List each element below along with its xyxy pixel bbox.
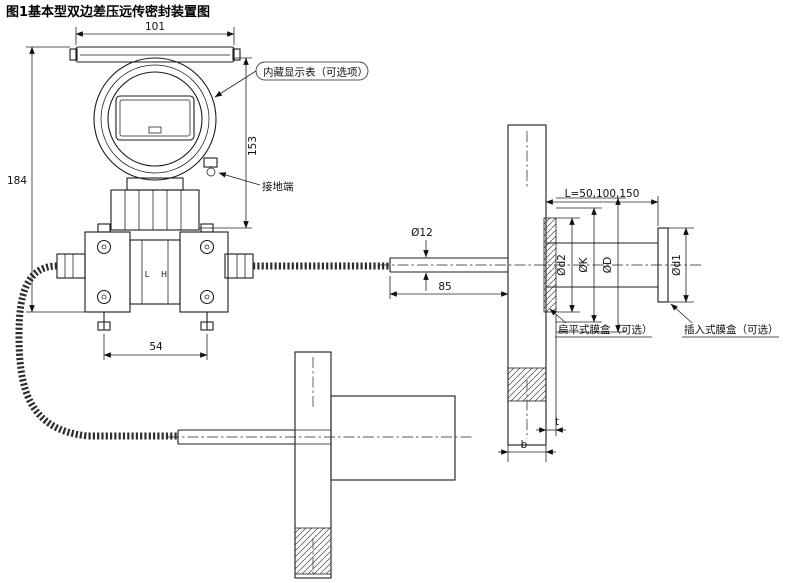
dim-b: b (498, 439, 556, 462)
display-window (115, 95, 195, 141)
dim-d1: Ød1 (668, 227, 694, 303)
bottom-flange-hatch (294, 527, 332, 575)
dim-phi12: Ø12 (411, 227, 433, 291)
display-label: 内藏显示表（可选项） (263, 66, 368, 79)
capillary-coil-left (15, 262, 178, 440)
ground-terminal (203, 157, 218, 177)
display-callout: 内藏显示表（可选项） (214, 61, 369, 98)
dim-101: 101 (75, 21, 235, 45)
dim-k: ØK (556, 207, 602, 323)
flat-capsule-callout: 扁平式膜盒（可选） (549, 308, 653, 338)
transmitter-housing: L H (56, 46, 254, 331)
dim-d2: Ød2 (556, 217, 580, 313)
dim-54: 54 (103, 334, 208, 360)
remote-seal-right (253, 124, 704, 446)
port-low-label: L (145, 270, 150, 279)
ground-callout: 接地端 (218, 172, 294, 193)
process-manifold: L H (56, 223, 254, 331)
dim-D: ØD (556, 197, 626, 333)
flat-diaphragm (543, 217, 557, 313)
capillary-port-right (224, 253, 254, 279)
dim-184: 184 (7, 46, 85, 313)
flat-capsule-label: 扁平式膜盒（可选） (558, 323, 653, 336)
dim-L-text: L=50,100,150 (565, 188, 640, 200)
ground-label: 接地端 (262, 180, 294, 193)
dim-153: 153 (199, 57, 259, 229)
figure-title: 图1基本型双边差压远传密封装置图 (6, 4, 210, 20)
dim-54-text: 54 (149, 341, 163, 353)
dim-L: L=50,100,150 (545, 188, 659, 226)
dim-b-text: b (521, 439, 528, 451)
port-high-label: H (161, 270, 167, 279)
dim-153-text: 153 (247, 136, 259, 156)
insert-diaphragm (657, 227, 669, 303)
dim-t: t (536, 314, 566, 436)
dim-k-text: ØK (578, 256, 590, 272)
dim-D-text: ØD (602, 257, 614, 273)
insert-capsule-callout: 插入式膜盒（可选） (670, 303, 779, 338)
dim-phi12-text: Ø12 (411, 227, 433, 239)
dim-85-text: 85 (438, 281, 451, 293)
remote-seal-bottom (15, 262, 474, 579)
insert-capsule-label: 插入式膜盒（可选） (684, 323, 779, 336)
display-button (148, 126, 162, 134)
flange-section-hatch (507, 367, 547, 402)
capillary-port-left (56, 253, 86, 279)
dim-t-text: t (555, 416, 559, 428)
dim-85: 85 (389, 276, 509, 299)
bottom-capsule-body (330, 395, 456, 481)
dim-d1-text: Ød1 (671, 254, 683, 276)
dim-d2-text: Ød2 (556, 254, 568, 276)
dim-184-text: 184 (7, 175, 27, 187)
dim-101-text: 101 (145, 21, 165, 33)
